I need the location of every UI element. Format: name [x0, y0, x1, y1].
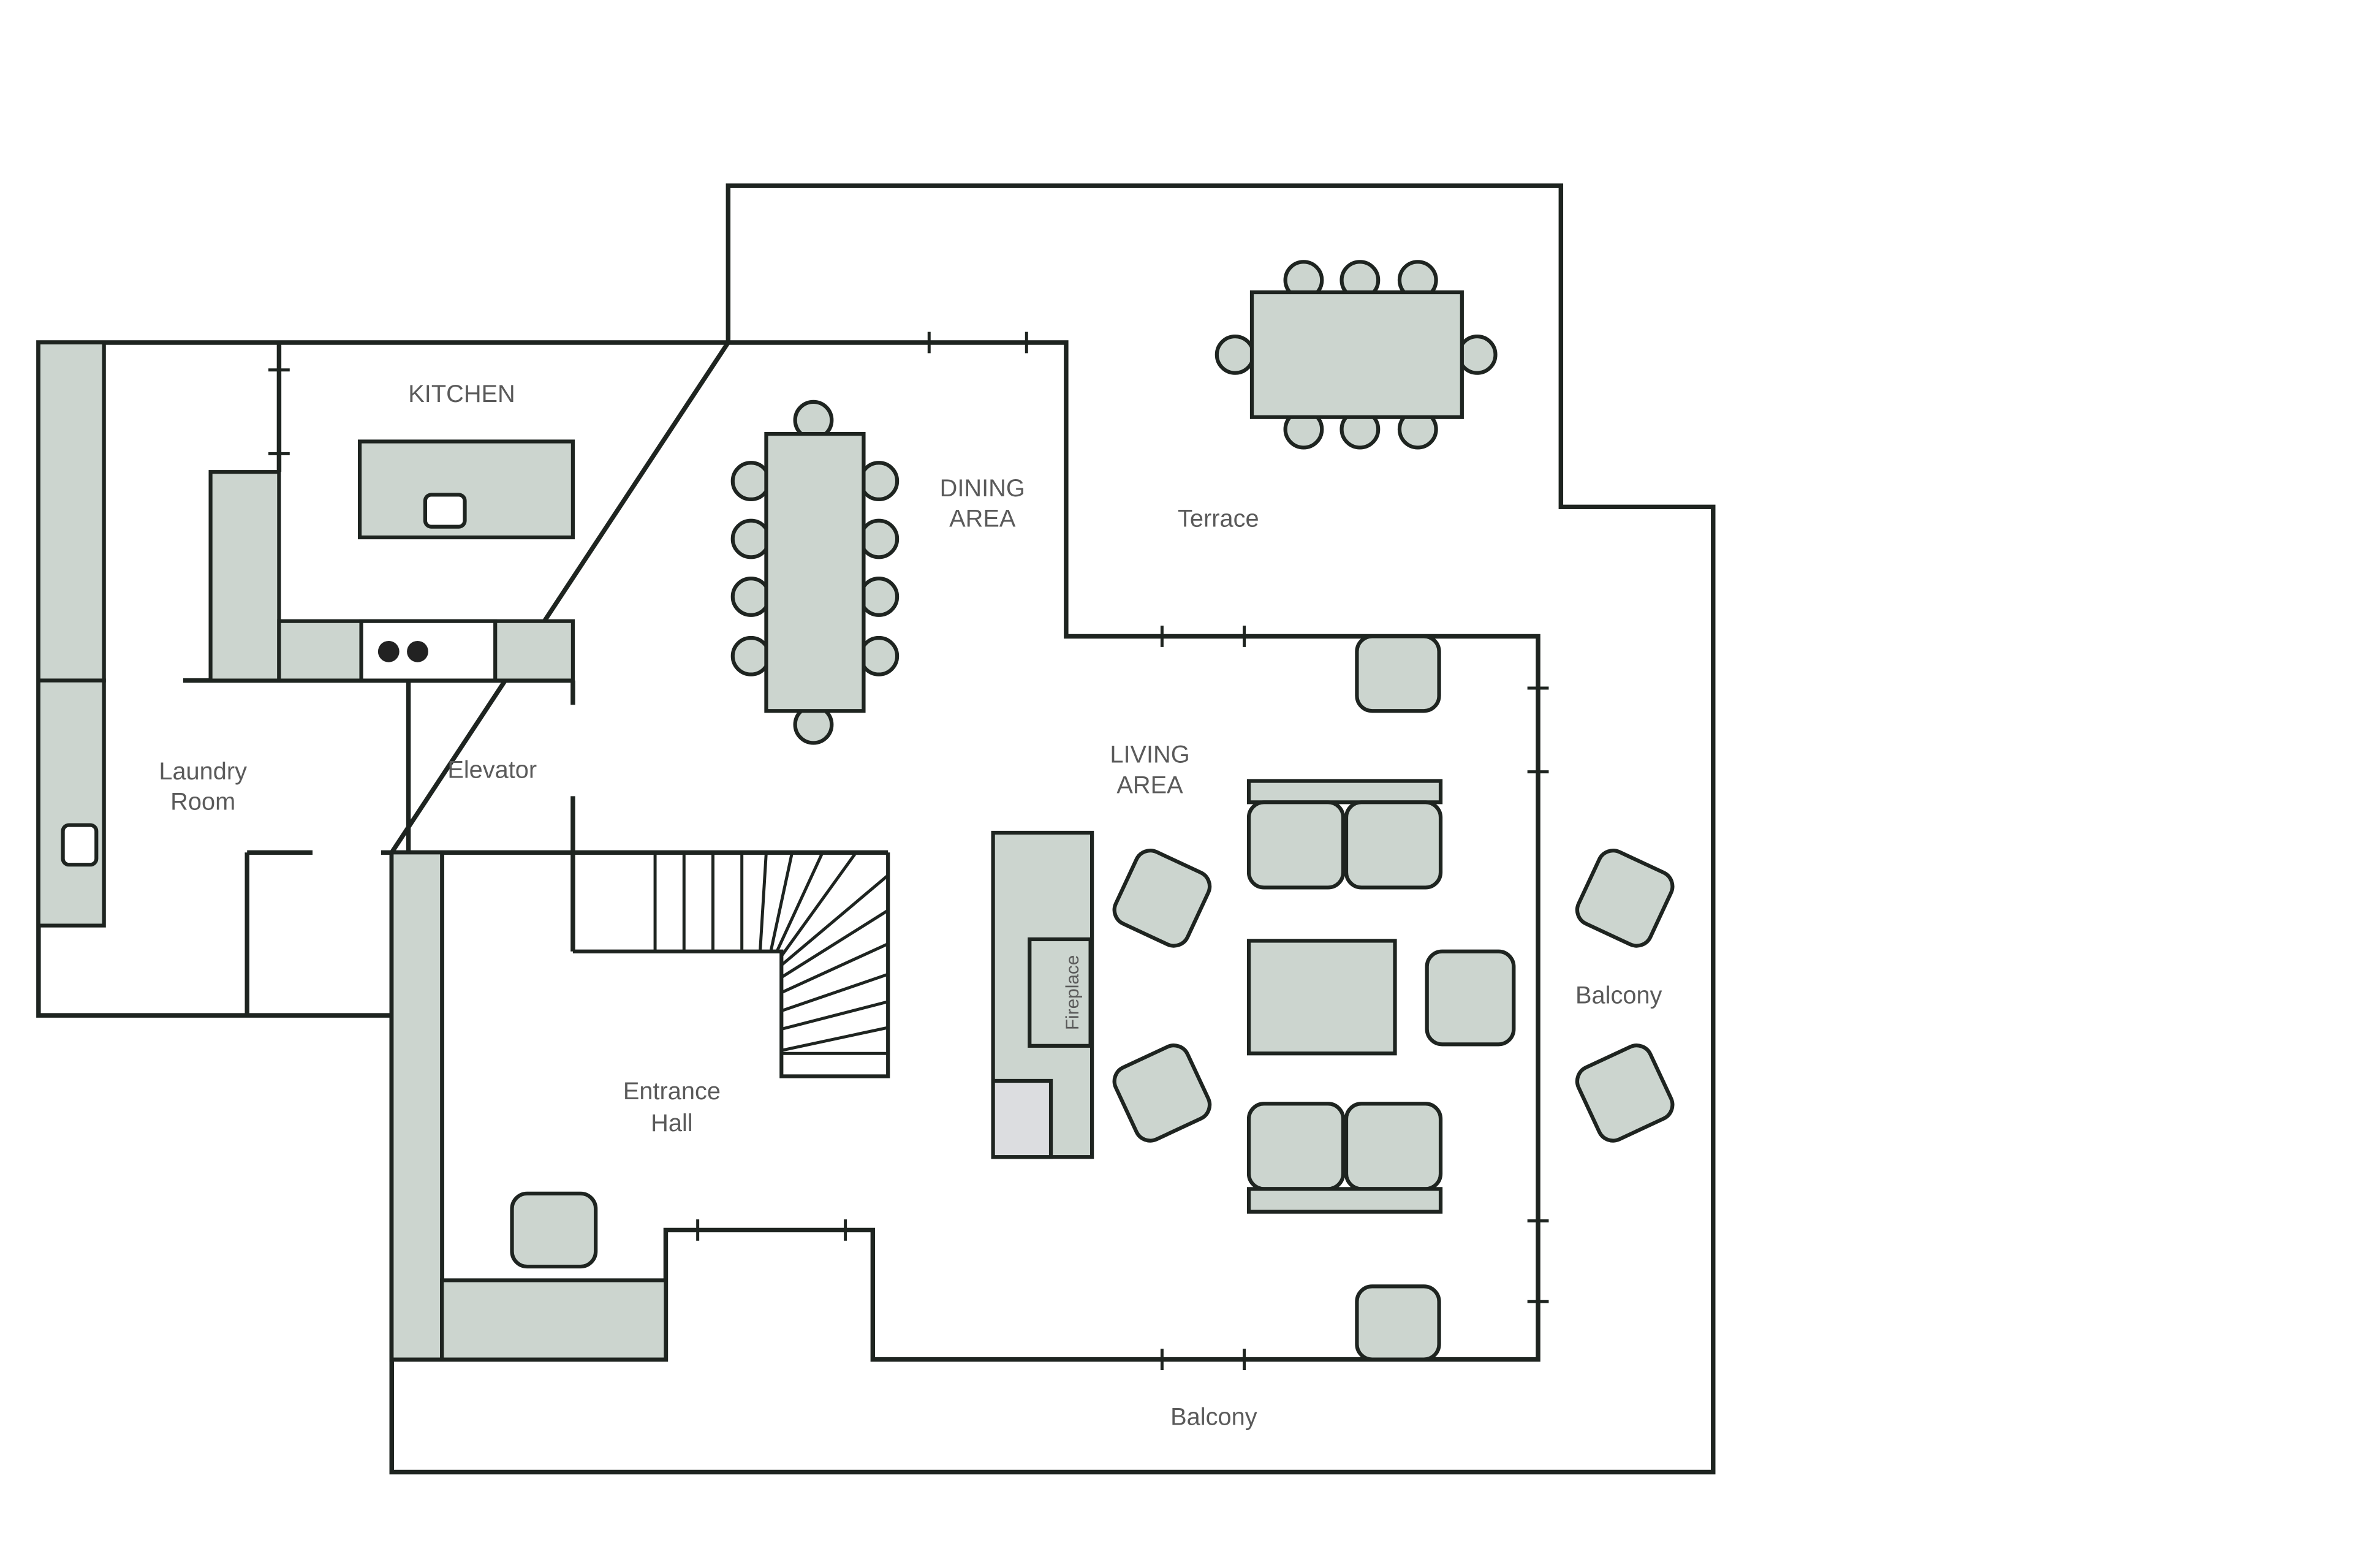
sofa-back: [1246, 1187, 1443, 1214]
label-dining-1: DINING: [940, 475, 1025, 502]
balcony-chair: [1575, 1043, 1675, 1143]
sofa-cushion: [1344, 1102, 1443, 1191]
label-kitchen: KITCHEN: [408, 381, 515, 407]
label-elevator: Elevator: [447, 757, 537, 784]
burner-icon: [407, 640, 428, 662]
entrance-bench: [440, 1278, 668, 1362]
label-balcony-east: Balcony: [1575, 982, 1662, 1009]
sofa-cushion: [1246, 1102, 1346, 1191]
kitchen-counter: [208, 470, 281, 683]
label-entrance-1: Entrance: [623, 1078, 721, 1105]
label-entrance-2: Hall: [651, 1110, 692, 1137]
sink-icon: [423, 493, 467, 529]
armchair: [1425, 949, 1516, 1047]
sofa-cushion: [1344, 800, 1443, 890]
label-laundry-1: Laundry: [159, 758, 247, 785]
laundry-cabinet: [36, 340, 106, 683]
terrace-balcony-area: [389, 183, 1716, 1475]
window-marks: [268, 331, 1549, 1371]
cooktop: [359, 619, 498, 683]
cabinet: [991, 1078, 1053, 1159]
terrace-chairs: [1214, 260, 1498, 450]
armchair: [1112, 1043, 1212, 1143]
entrance-cabinet: [390, 850, 444, 1362]
laundry-cabinet: [36, 678, 106, 928]
dining-table: [764, 431, 866, 713]
label-living-1: LIVING: [1110, 741, 1189, 768]
sofa-cushion: [1246, 800, 1346, 890]
label-dining-2: AREA: [949, 506, 1016, 532]
chair: [1355, 634, 1441, 713]
sofa-back: [1246, 779, 1443, 805]
label-laundry-2: Room: [170, 789, 235, 816]
chair: [1355, 1284, 1441, 1362]
washer-icon: [61, 823, 99, 867]
coffee-table: [1246, 939, 1397, 1056]
balcony-chair: [1575, 849, 1675, 948]
terrace-table: [1249, 290, 1464, 419]
armchair: [1112, 849, 1212, 948]
fireplace: [1028, 937, 1093, 1048]
label-terrace: Terrace: [1178, 506, 1259, 532]
label-fireplace: Fireplace: [1063, 955, 1083, 1031]
label-balcony-south: Balcony: [1170, 1403, 1257, 1430]
staircase: [572, 851, 890, 1078]
burner-icon: [377, 640, 400, 662]
label-living-2: AREA: [1116, 771, 1183, 798]
entrance-chair: [510, 1191, 598, 1269]
